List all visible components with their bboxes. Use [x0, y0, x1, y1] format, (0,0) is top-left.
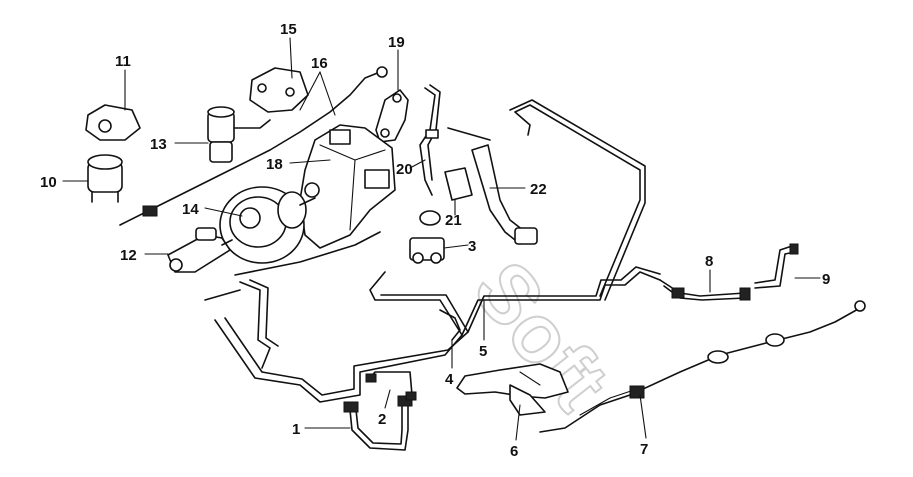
- callout-9: 9: [822, 271, 830, 288]
- callout-21: 21: [445, 212, 462, 229]
- callout-8: 8: [705, 253, 713, 270]
- part-6-parking-brake-lever: [456, 363, 569, 416]
- callout-10: 10: [40, 174, 57, 191]
- part-14-brake-booster: [219, 186, 316, 264]
- callout-11: 11: [115, 53, 131, 70]
- callout-12: 12: [120, 247, 137, 264]
- callout-5: 5: [479, 343, 487, 360]
- part-1-hose: [343, 395, 413, 451]
- leader-lines: [62, 37, 821, 441]
- callout-16: 16: [311, 55, 328, 72]
- part-15-bracket: [249, 67, 309, 113]
- part-22-brake-pedal: [447, 127, 538, 245]
- part-2-hose: [365, 371, 417, 401]
- part-9-pipe: [754, 243, 799, 289]
- callout-7: 7: [640, 441, 648, 458]
- part-10-reservoir: [87, 154, 123, 203]
- callout-4: 4: [445, 371, 454, 388]
- callout-20: 20: [396, 161, 413, 178]
- callout-1: 1: [292, 421, 300, 438]
- callout-13: 13: [150, 136, 167, 153]
- part-13-reservoir: [207, 106, 271, 163]
- watermark-text: Soft: [456, 245, 626, 427]
- brake-pipes: [204, 99, 661, 403]
- callout-14: 14: [182, 201, 199, 218]
- callout-22: 22: [530, 181, 547, 198]
- callout-6: 6: [510, 443, 518, 460]
- part-8-hose: [659, 279, 751, 301]
- part-3-valve: [409, 210, 445, 264]
- part-18-abs-modulator: [299, 124, 396, 249]
- callout-3: 3: [468, 238, 476, 255]
- part-21-pad: [444, 167, 473, 201]
- part-12-master-cylinder: [167, 227, 233, 273]
- callout-2: 2: [378, 411, 386, 428]
- part-20-rod: [419, 84, 441, 196]
- callout-19: 19: [388, 34, 405, 51]
- part-11-bracket: [85, 104, 141, 141]
- callout-18: 18: [266, 156, 283, 173]
- callout-numbers: 1 2 3 4 5 6 7 8 9 10 11 12 13 14 15 16 1…: [40, 21, 830, 460]
- part-16-sensor-wire: [119, 66, 388, 226]
- part-19-bracket: [375, 89, 409, 143]
- callout-15: 15: [280, 21, 297, 38]
- part-7-parking-cable: [539, 300, 866, 433]
